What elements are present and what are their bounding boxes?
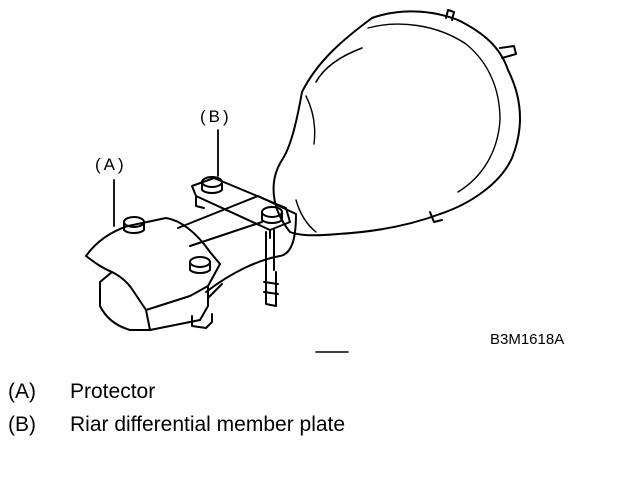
legend-item-a: (A) Protector [8,380,155,404]
callout-label-b: (B) [200,107,232,126]
legend-item-b: (B) Riar differential member plate [8,413,345,437]
legend-text-b: Riar differential member plate [70,413,346,436]
protector [85,216,221,331]
legend-key-b: (B) [8,413,36,436]
legend-key-a: (A) [8,380,36,403]
differential-housing [272,9,521,237]
legend-text-a: Protector [70,380,156,403]
callout-label-a: (A) [95,155,127,174]
figure-code: B3M1618A [490,331,564,348]
member-plate [191,176,291,307]
